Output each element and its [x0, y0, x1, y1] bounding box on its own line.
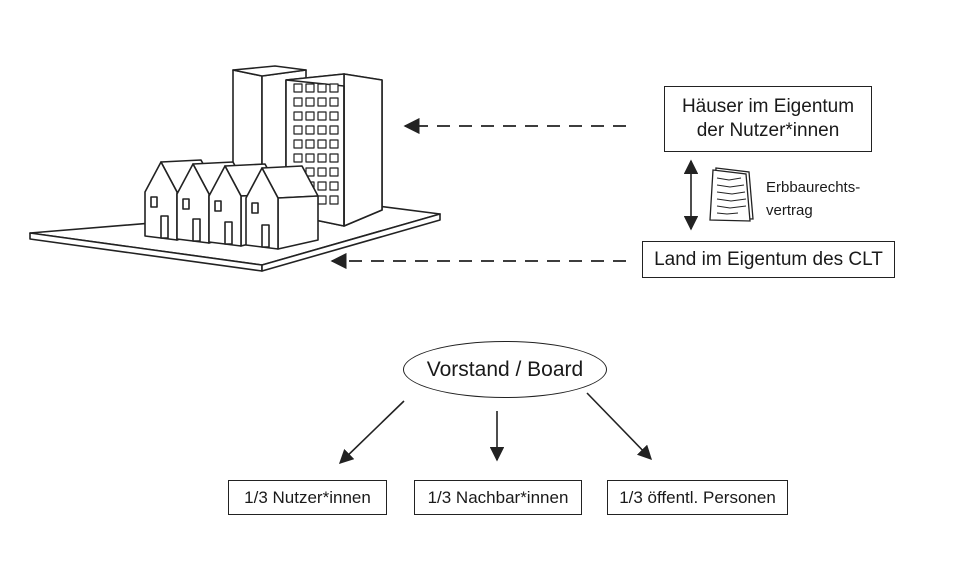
tower-window [329, 153, 339, 163]
tower-window [317, 195, 327, 205]
house-window [182, 198, 190, 210]
tower-window [293, 111, 303, 121]
tower-window [293, 125, 303, 135]
contract-label: Erbbaurechts- vertrag [766, 176, 860, 222]
tower-window [329, 139, 339, 149]
land-ownership-box: Land im Eigentum des CLT [642, 241, 895, 278]
arrow-board-to-users [338, 400, 405, 465]
board-title: Vorstand / Board [426, 357, 584, 381]
board-ellipse: Vorstand / Board [403, 341, 607, 398]
contract-label-line1: Erbbaurechts- [766, 179, 861, 196]
contract-label-line2: vertrag [766, 202, 813, 219]
tower-window [329, 97, 339, 107]
buildings-illustration [29, 65, 441, 272]
tower-window [329, 167, 339, 177]
member-box-public: 1/3 öffentl. Personen [607, 480, 788, 515]
houses-ownership-box: Häuser im Eigentum der Nutzer*innen [664, 86, 872, 152]
tower-window [329, 195, 339, 205]
house-door [192, 218, 201, 242]
tower-window [293, 83, 303, 93]
tower-window [317, 83, 327, 93]
house-window [214, 200, 222, 212]
tower-window [305, 153, 315, 163]
row-house [245, 165, 319, 250]
tower-window [329, 181, 339, 191]
houses-ownership-line1: Häuser im Eigentum [681, 96, 855, 117]
tower-window [305, 111, 315, 121]
row-houses [144, 159, 319, 250]
tower-window [317, 139, 327, 149]
member-box-users: 1/3 Nutzer*innen [228, 480, 387, 515]
tower-window [305, 125, 315, 135]
tower-window [317, 153, 327, 163]
land-ownership-label: Land im Eigentum des CLT [654, 248, 883, 270]
member-box-neighbors: 1/3 Nachbar*innen [414, 480, 582, 515]
house-door [261, 224, 270, 248]
tower-window [317, 97, 327, 107]
tower-window [317, 125, 327, 135]
house-door [160, 215, 169, 239]
tower-window [317, 181, 327, 191]
house-window [150, 196, 158, 208]
arrow-board-to-public [586, 392, 653, 461]
tower-window [317, 167, 327, 177]
member-label-public: 1/3 öffentl. Personen [619, 487, 776, 507]
tower-window [317, 111, 327, 121]
tower-window [293, 97, 303, 107]
houses-ownership-line2: der Nutzer*innen [696, 120, 840, 141]
document-icon [709, 167, 754, 222]
tower-window [329, 83, 339, 93]
tower-window [329, 125, 339, 135]
tower-window [293, 153, 303, 163]
tower-window [293, 139, 303, 149]
tower-window [329, 111, 339, 121]
member-label-neighbors: 1/3 Nachbar*innen [427, 487, 569, 507]
tower-window [305, 97, 315, 107]
member-label-users: 1/3 Nutzer*innen [244, 487, 371, 507]
house-window [251, 202, 259, 214]
house-door [224, 221, 233, 245]
tower-window [305, 83, 315, 93]
tower-window [305, 139, 315, 149]
